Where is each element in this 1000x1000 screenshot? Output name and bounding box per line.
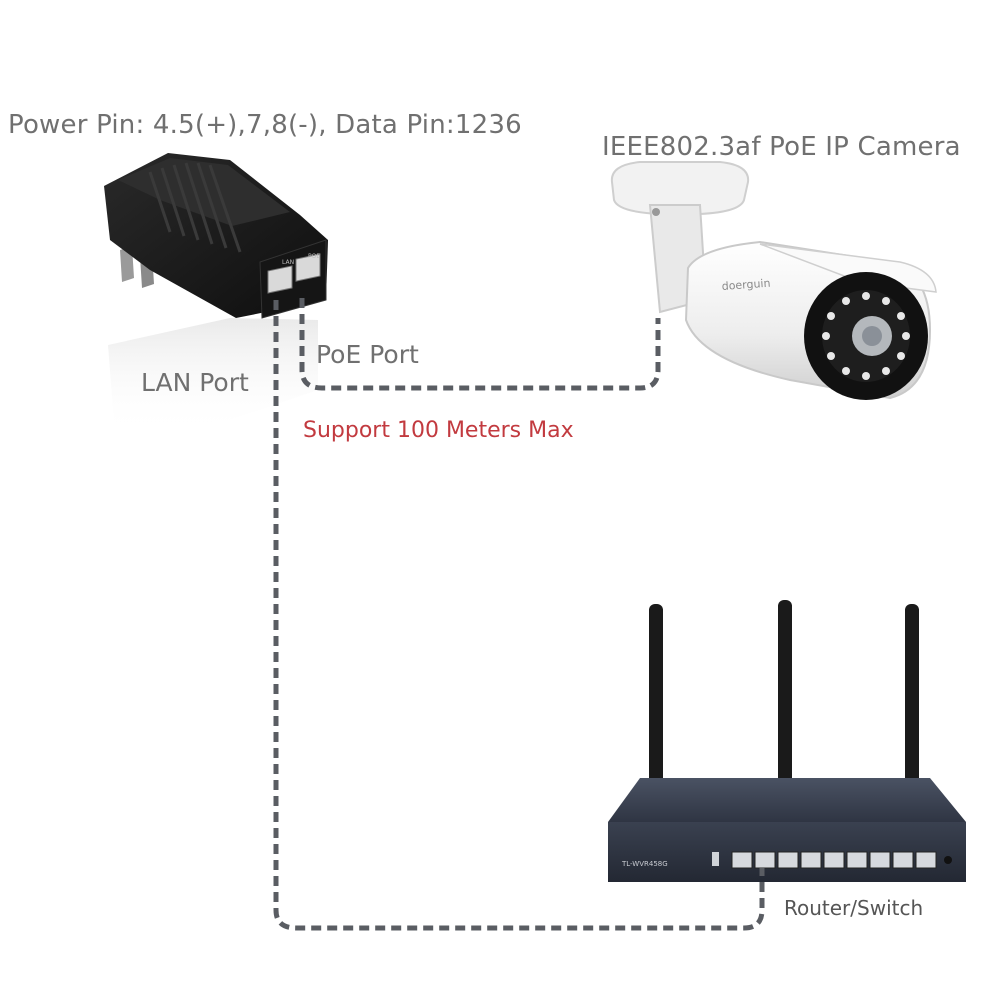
injector-poe-text: POE [308, 253, 320, 260]
router-port-socket [893, 852, 913, 868]
router-switch-label: Router/Switch [784, 896, 923, 920]
router-port-socket [801, 852, 821, 868]
router-port-socket [778, 852, 798, 868]
antenna-icon [778, 600, 792, 786]
antenna-icon [649, 604, 663, 790]
router-port-socket [732, 852, 752, 868]
power-pin-label: Power Pin: 4.5(+),7,8(-), Data Pin:1236 [8, 110, 522, 140]
antenna-icon [905, 604, 919, 790]
router-switch: TL-WVR458G [608, 600, 966, 882]
distance-label: Support 100 Meters Max [303, 418, 574, 443]
router-port-socket [847, 852, 867, 868]
camera-label: IEEE802.3af PoE IP Camera [602, 132, 961, 162]
router-port-socket [824, 852, 844, 868]
router-port-socket [916, 852, 936, 868]
lan-port-label: LAN Port [141, 368, 249, 397]
lan-port-socket [268, 266, 292, 293]
router-port-socket [870, 852, 890, 868]
router-model-text: TL-WVR458G [621, 860, 668, 868]
router-port-socket [755, 852, 775, 868]
injector-lan-text: LAN [282, 259, 294, 266]
poe-port-label: PoE Port [316, 340, 419, 369]
